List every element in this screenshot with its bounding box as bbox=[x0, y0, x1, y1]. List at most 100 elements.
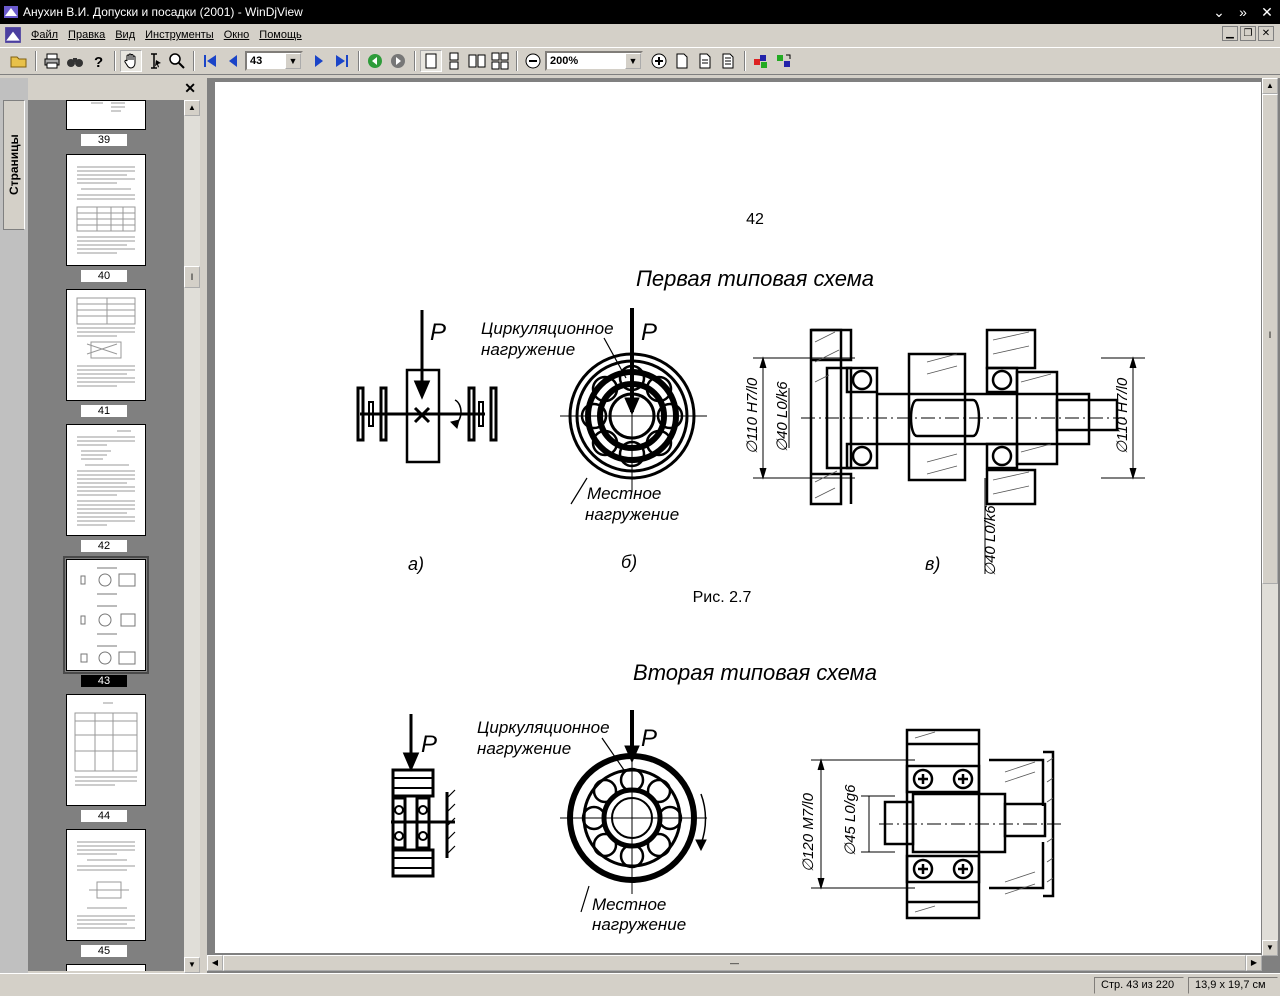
minimize-doc-button[interactable]: ▁ bbox=[1222, 26, 1238, 41]
forward-button[interactable] bbox=[387, 50, 409, 72]
fig2b-load-label: P bbox=[641, 725, 657, 752]
close-doc-button[interactable]: ✕ bbox=[1258, 26, 1274, 41]
svg-text:?: ? bbox=[94, 54, 103, 70]
binoculars-icon bbox=[67, 58, 83, 67]
thumbnail-label: 44 bbox=[80, 809, 128, 823]
facing-button[interactable] bbox=[466, 50, 488, 72]
grid-pages-icon bbox=[491, 52, 509, 70]
continuous-pages-icon bbox=[449, 52, 459, 70]
page-icon bbox=[676, 53, 688, 69]
thumbnail-page-44[interactable] bbox=[66, 694, 146, 806]
menu-tools[interactable]: Инструменты bbox=[145, 29, 214, 41]
scroll-up-icon[interactable]: ▲ bbox=[184, 100, 200, 116]
double-chevron-down-icon[interactable]: » bbox=[1239, 4, 1247, 20]
text-cursor-icon bbox=[151, 53, 161, 69]
scroll-left-icon[interactable]: ◀ bbox=[207, 955, 223, 971]
thumbnail-preview bbox=[80, 567, 136, 665]
thumbnail-page-42[interactable] bbox=[66, 424, 146, 536]
menu-edit[interactable]: Правка bbox=[68, 29, 106, 41]
continuous-button[interactable] bbox=[443, 50, 465, 72]
thumbnail-page-45[interactable] bbox=[66, 829, 146, 941]
fig2b-circ-label-1: Циркуляционное bbox=[477, 718, 610, 737]
fig2b-bearing bbox=[560, 710, 707, 913]
select-tool-button[interactable] bbox=[143, 50, 165, 72]
thumbnail-page-41[interactable] bbox=[66, 289, 146, 401]
thumbnail-preview bbox=[76, 166, 136, 254]
rotate-button[interactable] bbox=[773, 50, 795, 72]
zoom-out-button[interactable] bbox=[522, 50, 544, 72]
toolbar: ? 43 ▼ 200% ▼ bbox=[0, 47, 1280, 75]
fig2b-local-label-1: Местное bbox=[592, 895, 666, 914]
fit-width-button[interactable] bbox=[694, 50, 716, 72]
back-arrow-icon bbox=[368, 54, 382, 68]
scroll-down-icon[interactable]: ▼ bbox=[184, 957, 200, 973]
fig1c-dim-inner: ∅40 L0/k6 bbox=[774, 381, 791, 452]
actual-size-button[interactable] bbox=[671, 50, 693, 72]
tab-pages[interactable]: Страницы bbox=[3, 100, 25, 230]
fig1b-load-label: P bbox=[641, 319, 657, 346]
print-button[interactable] bbox=[41, 50, 63, 72]
scroll-thumb[interactable]: I bbox=[1262, 94, 1278, 584]
close-window-button[interactable]: ✕ bbox=[1261, 4, 1273, 20]
fig2b-circ-label-2: нагружение bbox=[477, 739, 571, 758]
restore-doc-button[interactable]: ❐ bbox=[1240, 26, 1256, 41]
fig1-sub-a: а) bbox=[408, 554, 424, 574]
open-button[interactable] bbox=[8, 50, 30, 72]
menu-bar: Файл Правка Вид Инструменты Окно Помощь … bbox=[0, 24, 1280, 46]
hand-tool-button[interactable] bbox=[120, 50, 142, 72]
thumbnail-preview bbox=[76, 297, 136, 387]
next-page-button[interactable] bbox=[308, 50, 330, 72]
fig2b-local-label-2: нагружение bbox=[592, 915, 686, 934]
fig2a-drawing bbox=[391, 714, 456, 878]
menu-view[interactable]: Вид bbox=[115, 29, 136, 41]
chevron-down-icon[interactable]: ▼ bbox=[285, 53, 301, 69]
fig1c-dim-bottom: ∅40 L0/k6 bbox=[982, 505, 999, 576]
find-button[interactable] bbox=[64, 50, 86, 72]
scroll-thumb[interactable]: I bbox=[184, 266, 200, 288]
zoom-combo[interactable]: 200% ▼ bbox=[545, 51, 643, 71]
fit-page-button[interactable] bbox=[717, 50, 739, 72]
forward-arrow-icon bbox=[391, 54, 405, 68]
scroll-down-icon[interactable]: ▼ bbox=[1262, 940, 1278, 956]
thumbnail-page-43[interactable] bbox=[63, 556, 149, 674]
back-button[interactable] bbox=[364, 50, 386, 72]
chevron-down-icon[interactable]: ⌄ bbox=[1213, 4, 1225, 20]
scroll-right-icon[interactable]: ▶ bbox=[1246, 955, 1262, 971]
zoom-in-button[interactable] bbox=[648, 50, 670, 72]
menu-window[interactable]: Окно bbox=[223, 29, 250, 41]
display-mode-button[interactable] bbox=[750, 50, 772, 72]
menu-file[interactable]: Файл bbox=[31, 29, 59, 41]
thumbnails-panel: ✕ 39 40 41 bbox=[28, 78, 204, 973]
prev-page-button[interactable] bbox=[222, 50, 244, 72]
fig2c-dim-inner: ∅45 L0/g6 bbox=[842, 784, 859, 856]
magnifier-icon bbox=[169, 53, 185, 69]
scroll-thumb[interactable]: — bbox=[223, 955, 1246, 971]
zoom-tool-button[interactable] bbox=[166, 50, 188, 72]
fig1a-drawing bbox=[356, 310, 498, 464]
menu-help[interactable]: Помощь bbox=[259, 29, 302, 41]
chevron-down-icon[interactable]: ▼ bbox=[625, 53, 641, 69]
continuous-facing-button[interactable] bbox=[489, 50, 511, 72]
last-page-button[interactable] bbox=[331, 50, 353, 72]
heading-first-scheme: Первая типовая схема bbox=[636, 266, 874, 291]
close-icon[interactable]: ✕ bbox=[184, 80, 196, 96]
fig1-sub-b: б) bbox=[621, 552, 637, 572]
single-page-icon bbox=[425, 53, 437, 69]
document-horizontal-scrollbar[interactable]: ◀ — ▶ bbox=[207, 955, 1262, 971]
app-icon bbox=[4, 6, 18, 18]
zoom-value: 200% bbox=[550, 55, 579, 67]
single-page-button[interactable] bbox=[420, 50, 442, 72]
thumbnail-scrollbar[interactable]: ▲ I ▼ bbox=[184, 100, 200, 973]
help-button[interactable]: ? bbox=[87, 50, 109, 72]
thumbnail-page-46[interactable] bbox=[66, 964, 146, 971]
fig1b-circ-label-1: Циркуляционное bbox=[481, 319, 614, 338]
status-bar: Стр. 43 из 220 13,9 x 19,7 см bbox=[0, 973, 1280, 996]
document-view[interactable]: 42 Первая типовая схема P bbox=[207, 78, 1280, 973]
first-page-button[interactable] bbox=[199, 50, 221, 72]
thumbnail-page-40[interactable] bbox=[66, 154, 146, 266]
scroll-up-icon[interactable]: ▲ bbox=[1262, 78, 1278, 94]
sidebar-tabs: Страницы bbox=[0, 78, 28, 973]
document-vertical-scrollbar[interactable]: ▲ I ▼ bbox=[1262, 78, 1278, 956]
page-number-combo[interactable]: 43 ▼ bbox=[245, 51, 303, 71]
thumbnail-page-39[interactable] bbox=[66, 100, 146, 130]
